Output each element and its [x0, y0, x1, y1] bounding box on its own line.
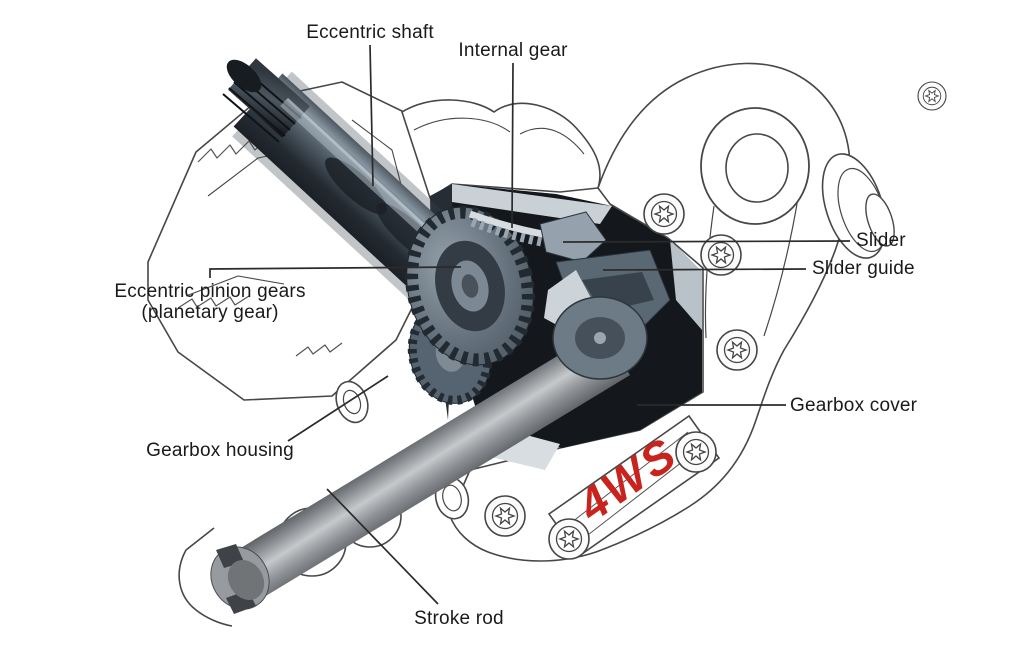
eccentric-pinion-gear-drawing	[405, 205, 535, 367]
leader-internal-gear	[511, 62, 514, 229]
label-eccentric-pinion-gears-line2: (planetary gear)	[141, 302, 279, 323]
label-eccentric-pinion-gears: Eccentric pinion gears (planetary gear)	[114, 281, 305, 323]
leader-gearbox-housing	[287, 375, 389, 442]
label-eccentric-shaft: Eccentric shaft	[306, 22, 434, 43]
leader-slider	[562, 240, 851, 243]
label-slider: Slider	[856, 230, 906, 251]
label-gearbox-cover: Gearbox cover	[790, 395, 918, 416]
leader-eccentric-shaft	[369, 44, 374, 187]
label-internal-gear: Internal gear	[458, 40, 568, 61]
leader-eccentric-pinion-gears	[209, 266, 462, 278]
label-eccentric-pinion-gears-line1: Eccentric pinion gears	[114, 281, 306, 302]
label-gearbox-housing: Gearbox housing	[146, 440, 294, 461]
leader-slider-guide	[602, 268, 807, 271]
leader-stroke-rod	[326, 488, 439, 605]
label-stroke-rod: Stroke rod	[414, 608, 504, 629]
label-slider-guide: Slider guide	[812, 258, 915, 279]
eccentric-cam-drawing	[552, 296, 648, 380]
slider-drawing	[539, 211, 607, 263]
stroke-rod-drawing	[210, 328, 630, 614]
